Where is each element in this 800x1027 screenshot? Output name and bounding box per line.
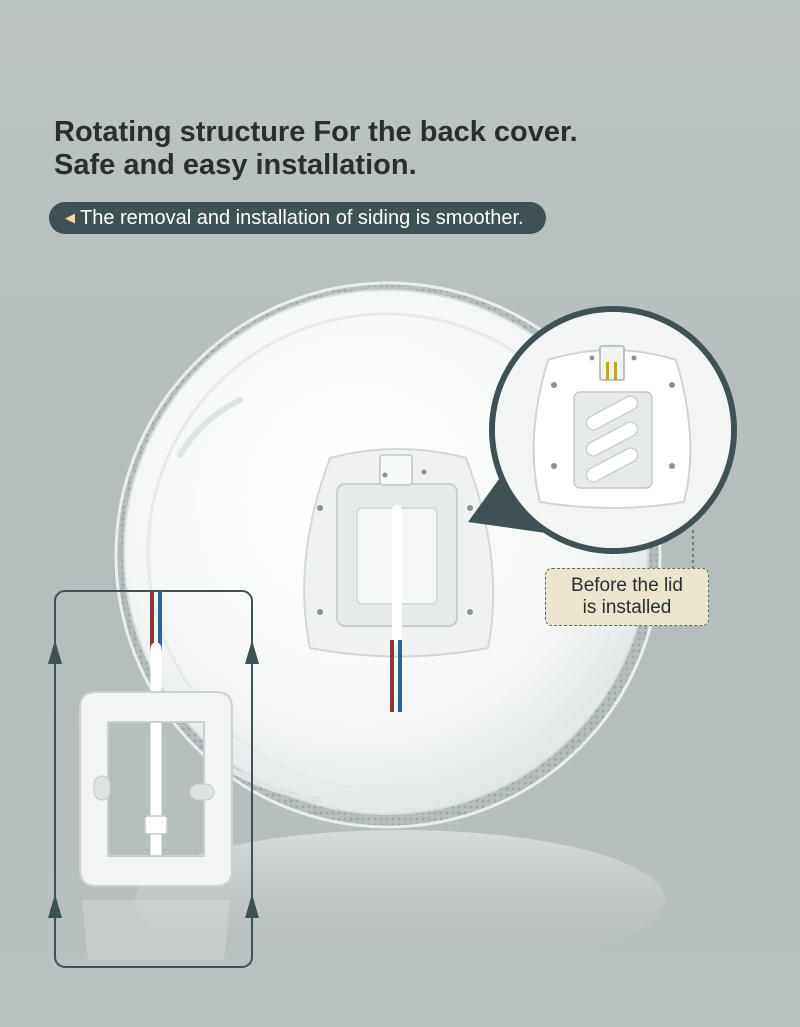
feature-pill: ◀ The removal and installation of siding… (49, 202, 546, 234)
cable-connector (144, 815, 168, 835)
callout-line-1: Before the lid (571, 575, 683, 596)
callout-line-2: is installed (582, 597, 672, 618)
headline: Rotating structure For the back cover. S… (54, 116, 578, 182)
bracket-slot-left (93, 775, 111, 801)
disc-rib (177, 397, 243, 458)
detached-bracket (79, 691, 233, 887)
lamp-reflection (135, 830, 665, 970)
arrow-up-icon (48, 640, 259, 918)
headline-line-1: Rotating structure For the back cover. (54, 116, 578, 148)
headline-line-2: Safe and easy installation. (54, 149, 417, 181)
magnified-bracket (495, 312, 731, 548)
feature-pill-text: The removal and installation of siding i… (80, 206, 524, 229)
bracket-reflection (82, 900, 230, 960)
lamp-rim-edge (114, 281, 662, 829)
bracket-slot-right (189, 783, 215, 801)
before-lid-callout: Before the lid is installed (545, 568, 709, 626)
triangle-left-icon: ◀ (65, 210, 75, 225)
screw-holes (317, 469, 473, 615)
connector-block (379, 454, 413, 486)
